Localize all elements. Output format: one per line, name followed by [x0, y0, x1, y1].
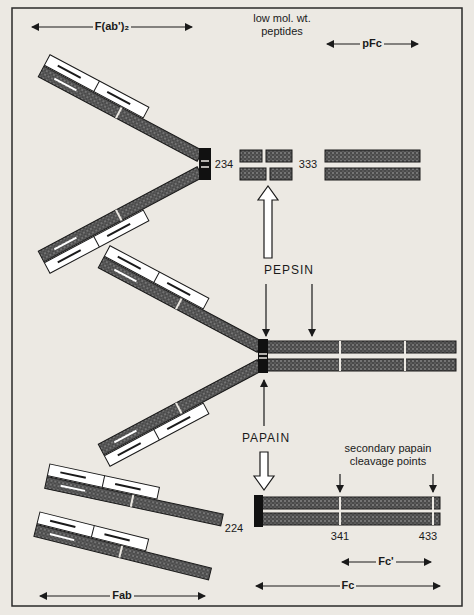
residue-number: 341 [329, 530, 351, 543]
cleavage-arrow [265, 284, 266, 336]
residue-number: 333 [297, 158, 319, 171]
fragment-label: Fab [110, 589, 134, 602]
fab-fragment [34, 464, 226, 580]
note-label: secondary papain cleavage points [327, 442, 449, 468]
cleavage-arrow [311, 284, 312, 336]
intact-antibody [98, 246, 456, 467]
residue-number: 433 [417, 530, 439, 543]
cleavage-arrow [339, 474, 340, 492]
fragment-label: low mol. wt. peptides [232, 12, 332, 38]
fragment-label: Fc' [376, 555, 395, 568]
enzyme-label: PAPAIN [239, 432, 293, 445]
open-arrow [258, 186, 278, 258]
enzyme-label: PEPSIN [261, 264, 317, 277]
cleavage-arrow [263, 380, 264, 426]
cleavage-arrow [432, 474, 433, 492]
residue-number: 234 [213, 158, 235, 171]
pfc-fragment [325, 150, 420, 180]
peptide-blocks [240, 150, 292, 180]
fragment-label: pFc [360, 37, 384, 50]
open-arrow [254, 452, 274, 490]
residue-number: 224 [223, 522, 245, 535]
fragment-label: Fc [340, 579, 357, 592]
fab2-fragment [38, 55, 211, 274]
fragment-label: F(ab')₂ [93, 20, 131, 33]
fc-fragment [254, 495, 440, 527]
frame [12, 8, 462, 606]
